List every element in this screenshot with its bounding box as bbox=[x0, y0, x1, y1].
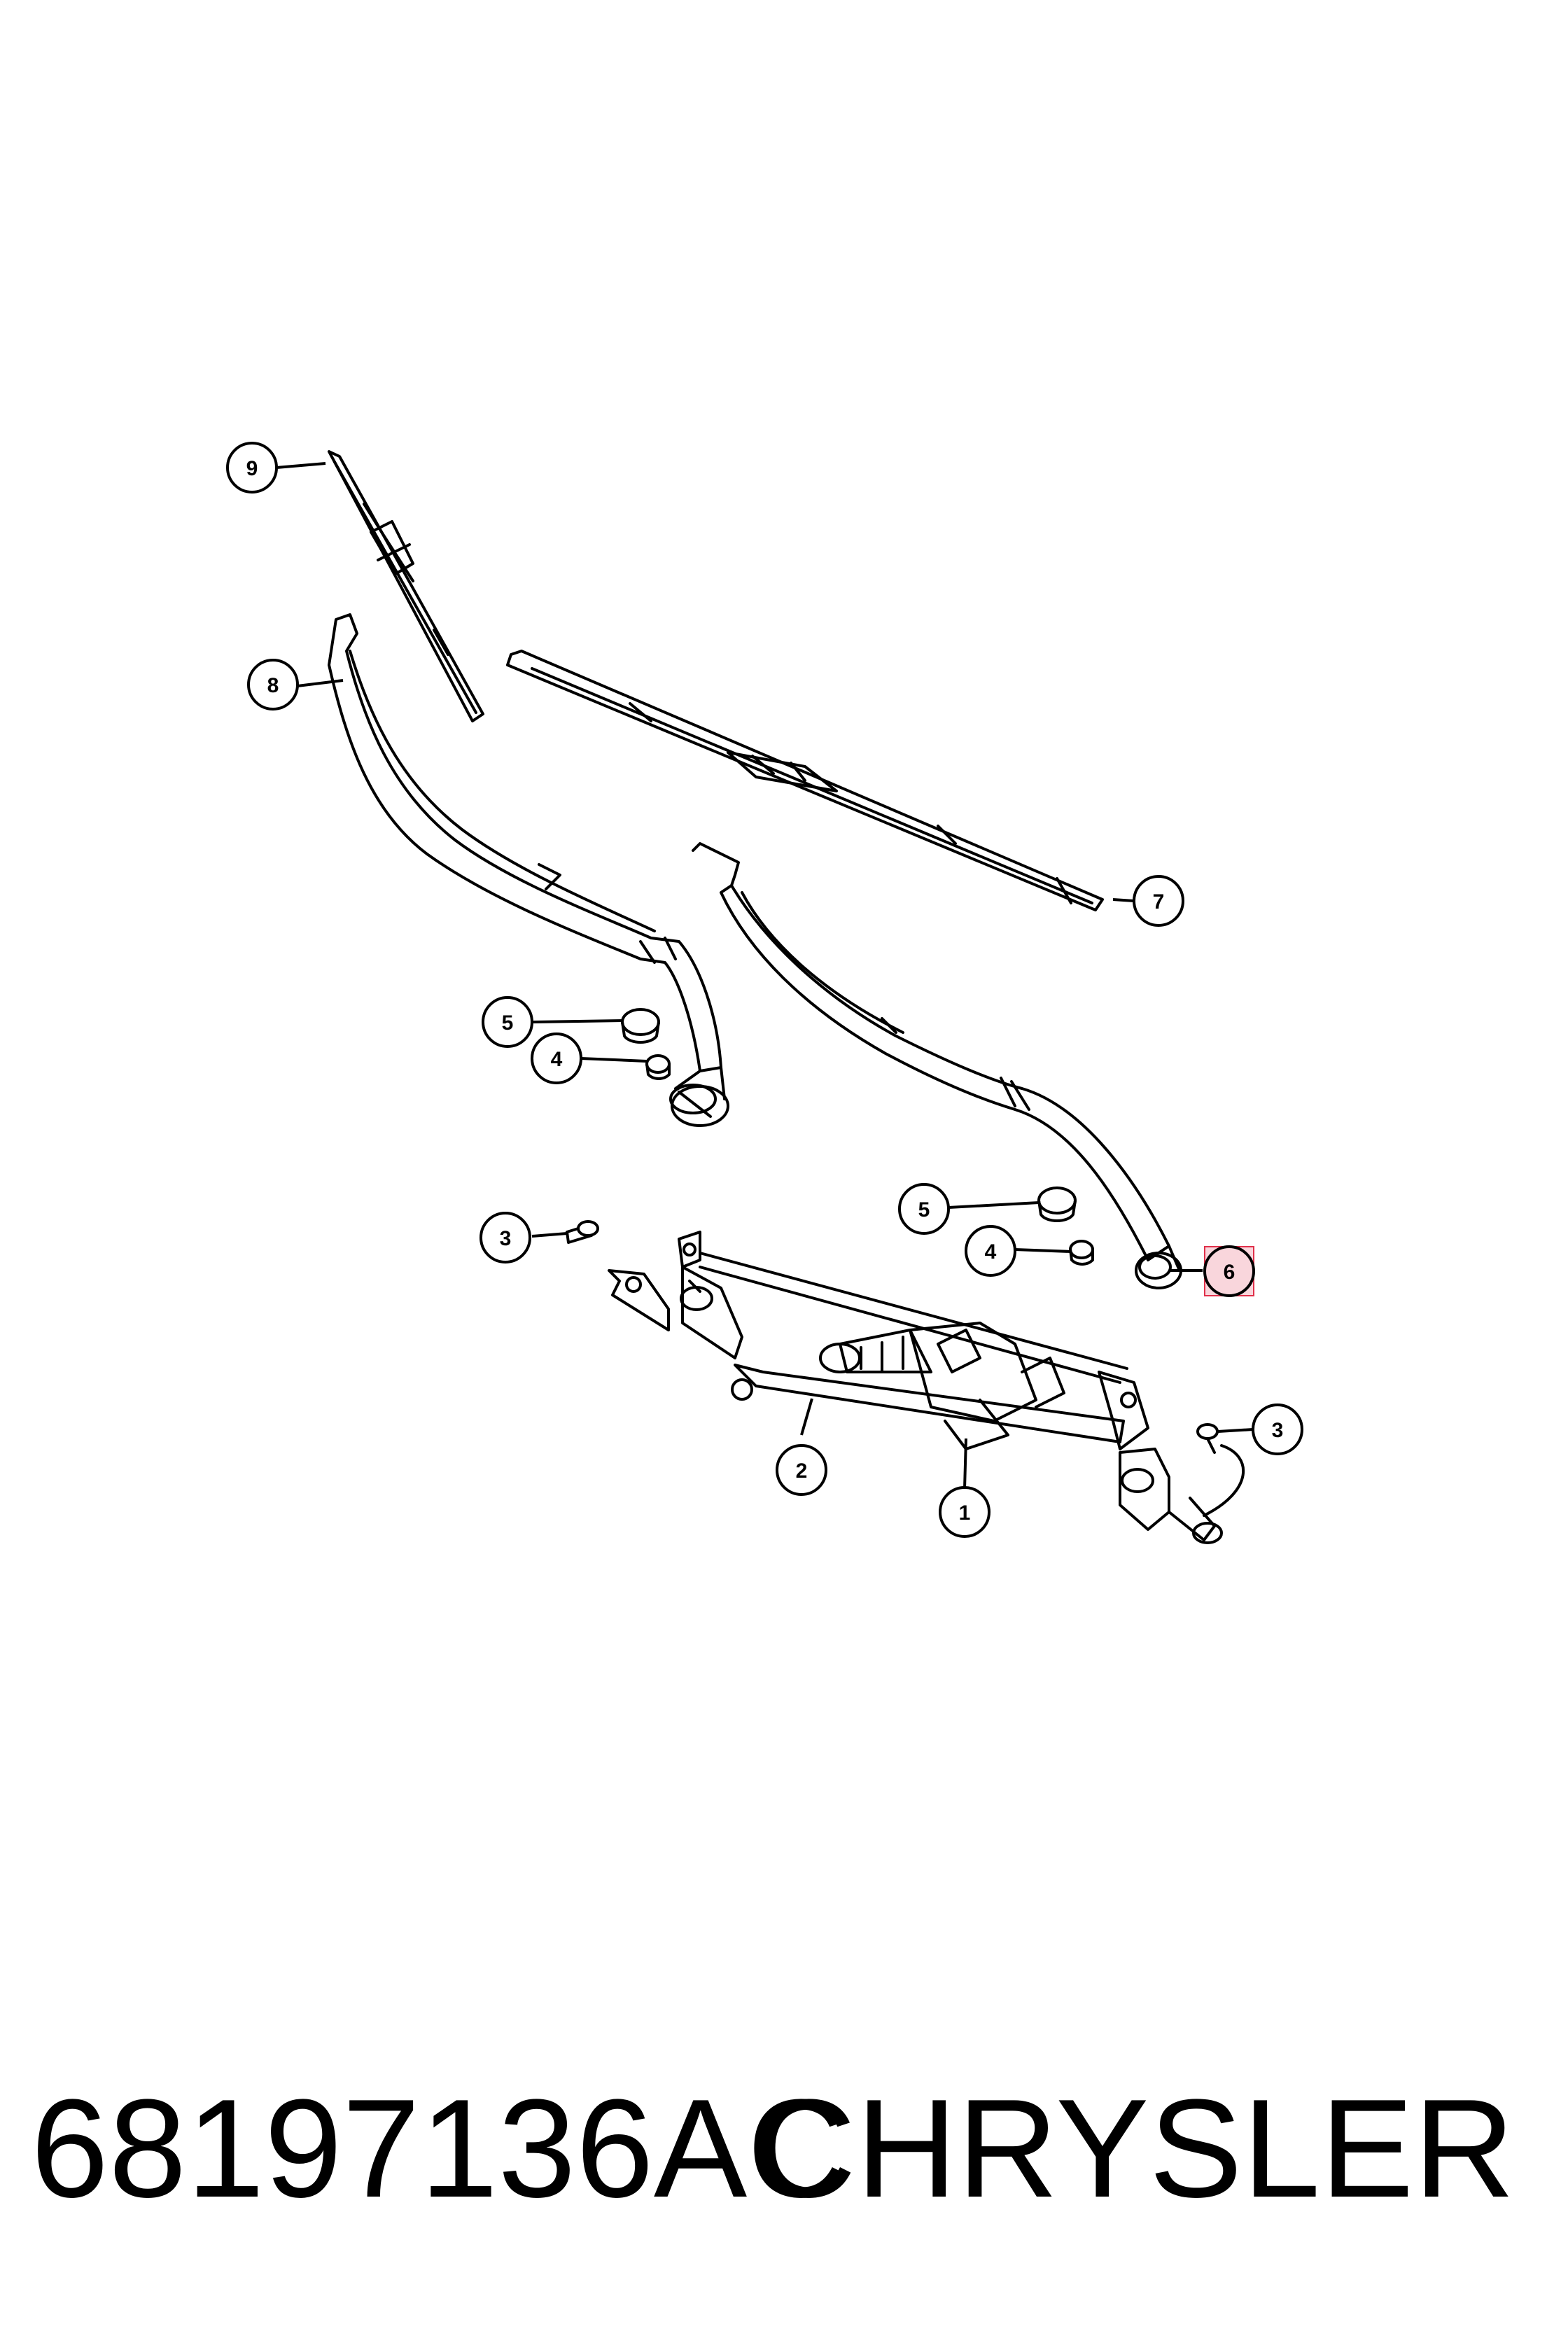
callout-6-highlighted[interactable]: 6 bbox=[1203, 1245, 1255, 1297]
callout-6-label: 6 bbox=[1224, 1261, 1236, 1284]
callout-8-label: 8 bbox=[267, 674, 279, 697]
callout-9[interactable]: 9 bbox=[226, 442, 278, 493]
callout-4-right[interactable]: 4 bbox=[965, 1225, 1016, 1277]
brand-name: CHRYSLER bbox=[755, 2071, 1515, 2227]
cap-and-nut-right bbox=[1037, 1186, 1094, 1266]
callout-4-left[interactable]: 4 bbox=[531, 1032, 582, 1084]
callout-3-left[interactable]: 3 bbox=[479, 1212, 531, 1264]
callout-4-right-label: 4 bbox=[985, 1240, 997, 1264]
callout-1-label: 1 bbox=[959, 1502, 971, 1525]
callout-5-left[interactable]: 5 bbox=[482, 996, 533, 1048]
wiper-blade-left bbox=[328, 450, 484, 722]
leader-lines bbox=[276, 462, 1254, 1490]
callout-3-right[interactable]: 3 bbox=[1252, 1404, 1303, 1455]
wiper-arm-left bbox=[328, 613, 729, 1127]
callout-2-label: 2 bbox=[796, 1460, 808, 1483]
callout-3-left-label: 3 bbox=[500, 1227, 512, 1250]
mounting-bolts bbox=[566, 1220, 1245, 1517]
callout-8[interactable]: 8 bbox=[247, 659, 299, 710]
wiper-arm-right bbox=[692, 842, 1182, 1289]
part-number: 68197136AC bbox=[31, 2071, 848, 2227]
callout-1[interactable]: 1 bbox=[939, 1486, 990, 1538]
callout-5-right-label: 5 bbox=[918, 1198, 930, 1222]
wiper-blade-right bbox=[506, 650, 1104, 911]
callout-5-right[interactable]: 5 bbox=[898, 1183, 950, 1235]
callout-2[interactable]: 2 bbox=[776, 1444, 827, 1496]
callout-3-right-label: 3 bbox=[1272, 1419, 1284, 1442]
cap-and-nut-left bbox=[621, 1008, 671, 1080]
callout-7-label: 7 bbox=[1153, 890, 1165, 913]
callout-5-left-label: 5 bbox=[502, 1011, 514, 1035]
wiper-linkage-motor bbox=[608, 1231, 1223, 1544]
callout-4-left-label: 4 bbox=[551, 1048, 563, 1071]
callout-9-label: 9 bbox=[246, 457, 258, 480]
callout-7[interactable]: 7 bbox=[1133, 875, 1184, 927]
footer: 68197136AC CHRYSLER bbox=[0, 2065, 1568, 2247]
